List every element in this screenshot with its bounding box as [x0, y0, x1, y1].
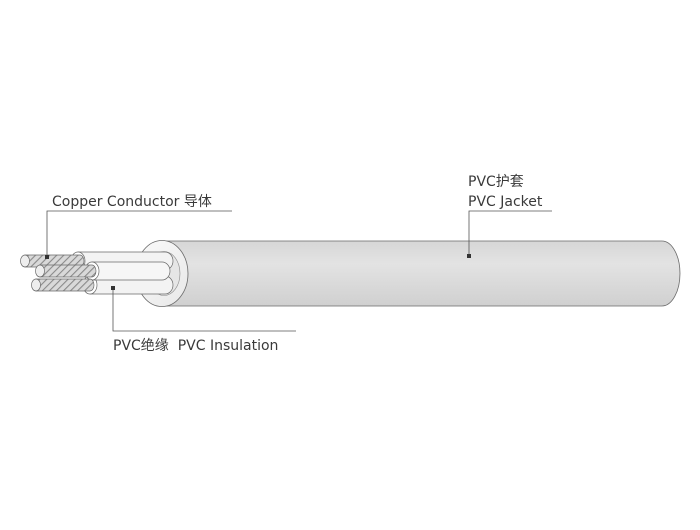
jacket-leader-line [468, 210, 552, 256]
insulation-leader-line [112, 288, 296, 332]
conductor-label: Copper Conductor 导体 [52, 194, 212, 210]
conductor-marker [45, 255, 49, 259]
jacket-marker [467, 254, 471, 258]
insulation-marker [111, 286, 115, 290]
conductor-bottom-end [31, 278, 41, 292]
jacket-body [161, 240, 681, 307]
core-middle-insulation [91, 261, 171, 281]
jacket-label-cn: PVC护套 [468, 174, 524, 190]
copper-conductors [20, 254, 97, 292]
jacket-label-en: PVC Jacket [468, 194, 543, 210]
leader-lines [46, 210, 552, 332]
leader-markers [45, 254, 471, 290]
conductor-middle [39, 264, 97, 278]
conductor-bottom [35, 278, 95, 292]
pvc-jacket [135, 240, 681, 307]
conductor-top-end [20, 254, 30, 268]
conductor-middle-end [35, 264, 45, 278]
insulation-label: PVC绝缘 PVC Insulation [113, 338, 278, 354]
conductor-leader-line [46, 210, 232, 257]
